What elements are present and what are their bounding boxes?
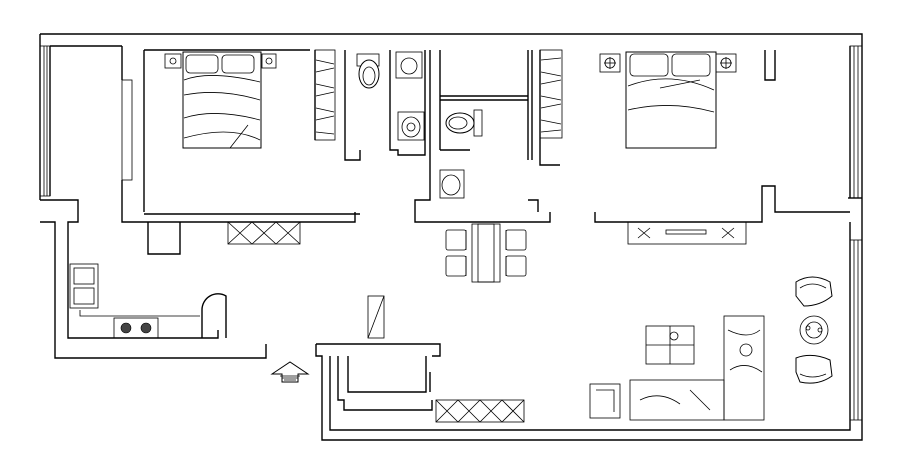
nightstand-left [164,53,277,69]
exterior-walls [39,33,863,441]
wardrobe-left [314,49,336,141]
bed-right [625,51,717,149]
tv-cabinet [627,221,747,245]
wardrobe-right [539,49,563,139]
armchair-small [589,383,621,419]
washbasin-lower [439,169,465,199]
armchairs [795,276,833,384]
dining-table [471,223,501,283]
kitchen-sink [69,263,99,309]
windows [39,45,863,421]
toilet-right [445,109,483,137]
round-side-table [799,315,829,345]
north-arrow-icon [270,361,310,383]
coffee-table [645,325,695,365]
sofa [629,315,765,421]
cabinet-crossed-top [227,221,301,245]
dining-chairs [445,229,527,277]
nightstand-right [599,53,737,73]
gas-stove [113,317,159,339]
kitchen-counter [79,310,200,317]
washbasin-mid [397,111,425,141]
shoe-cabinet [367,295,385,339]
toilet-left [356,53,380,89]
cabinet-crossed-bottom [435,399,525,423]
bed-left [182,51,262,149]
washbasin-top [395,51,423,79]
